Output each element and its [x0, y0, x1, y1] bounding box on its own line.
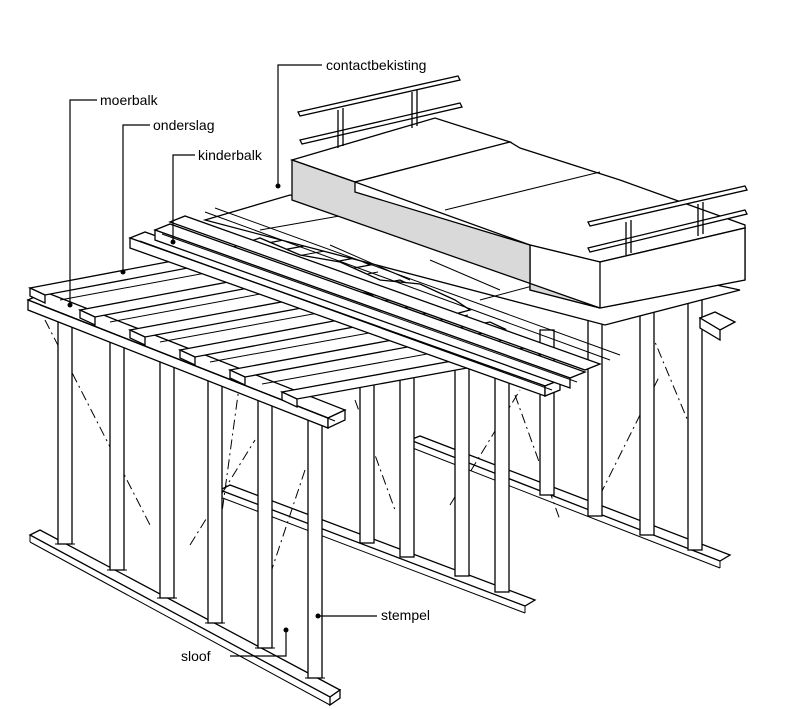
label-contactbekisting: contactbekisting: [326, 57, 426, 73]
stempel-prop: [205, 374, 225, 624]
label-stempel: stempel: [381, 607, 430, 623]
stempel-prop: [687, 289, 703, 551]
leader-dot: [170, 239, 176, 245]
label-moerbalk: moerbalk: [100, 92, 159, 108]
joists: [128, 207, 621, 397]
railing-right: [587, 185, 748, 255]
stempel-prop: [399, 371, 415, 558]
stempel-prop: [305, 409, 325, 679]
stempel-prop: [639, 304, 655, 536]
stempel-prop: [157, 357, 177, 599]
stempel-prop: [494, 369, 510, 593]
stempel-prop: [107, 339, 127, 571]
label-sloof: sloof: [181, 648, 211, 664]
stempel-prop: [55, 321, 75, 545]
stempel-prop: [359, 382, 375, 544]
leader-lines: [67, 64, 377, 657]
props: [55, 289, 703, 679]
sole-plates: [28, 435, 732, 707]
railing-left: [297, 75, 463, 148]
label-onderslag: onderslag: [153, 117, 215, 133]
stempel-prop: [255, 394, 275, 649]
leader-dot: [120, 269, 126, 275]
label-kinderbalk: kinderbalk: [198, 147, 263, 163]
leader-dot: [315, 613, 321, 619]
leader-dot: [283, 627, 289, 633]
contact-formwork: [289, 117, 746, 309]
stempel-prop: [454, 357, 470, 577]
leader-dot: [275, 183, 281, 189]
leader-dot: [67, 302, 73, 308]
